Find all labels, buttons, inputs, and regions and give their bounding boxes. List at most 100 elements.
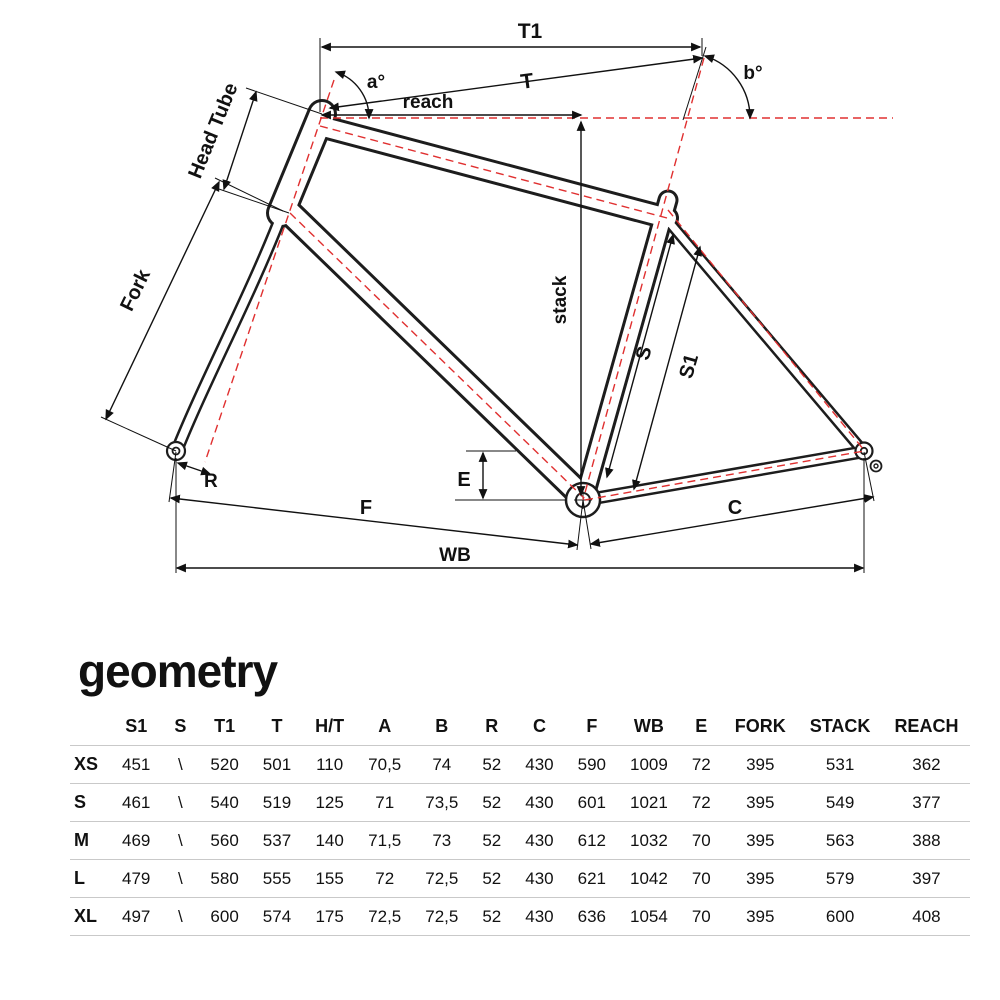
table-cell: 540 (210, 792, 239, 812)
table-cell: 72,5 (425, 906, 459, 926)
table-cell: 590 (577, 754, 607, 774)
table-cell: 1032 (630, 830, 668, 850)
label-c: C (728, 497, 742, 519)
col-header-a: A (378, 716, 392, 736)
table-cell: 560 (210, 830, 239, 850)
table-cell: 73 (432, 830, 452, 850)
top-tube-axis (319, 125, 668, 219)
label-reach: reach (403, 92, 454, 113)
table-cell: 395 (746, 754, 775, 774)
label-fork: Fork (116, 265, 155, 314)
table-cell: 72 (691, 754, 711, 774)
label-stack: stack (550, 275, 571, 324)
table-cell: 430 (525, 830, 554, 850)
table-cell: 430 (525, 868, 554, 888)
col-header-fork: FORK (734, 716, 786, 736)
table-cell: 70 (691, 830, 711, 850)
table-cell: 1054 (630, 906, 668, 926)
section-title: geometry (78, 645, 278, 697)
table-cell: 395 (746, 830, 775, 850)
table-cell: 72,5 (425, 868, 459, 888)
table-cell: 549 (825, 792, 855, 812)
table-cell: 155 (315, 868, 344, 888)
dimension-lines (105, 42, 875, 573)
col-header-stack: STACK (809, 716, 871, 736)
table-cell: 125 (315, 792, 344, 812)
label-head-tube: Head Tube (184, 80, 242, 182)
table-cell: 555 (262, 868, 292, 888)
rear-dropout (854, 441, 883, 473)
table-cell: 70,5 (368, 754, 402, 774)
table-cell: 140 (315, 830, 344, 850)
label-s1: S1 (675, 352, 703, 382)
frame-diagram-svg: T1 reach T a° b° Head Tube Fork stack S … (100, 20, 893, 573)
col-header-ht: H/T (315, 716, 345, 736)
label-a-angle: a° (367, 72, 385, 93)
table-cell: 72,5 (368, 906, 402, 926)
table-cell: 395 (746, 868, 775, 888)
table-cell: 1042 (630, 868, 668, 888)
frame-interior (173, 102, 866, 509)
col-header-wb: WB (633, 716, 664, 736)
table-cell: 531 (825, 754, 855, 774)
table-cell: 52 (482, 792, 502, 812)
label-e: E (457, 469, 470, 491)
table-cell: 72 (375, 868, 395, 888)
table-cell: 636 (577, 906, 607, 926)
table-cell: 70 (691, 906, 711, 926)
col-header-s: S (174, 716, 187, 736)
table-cell: 110 (316, 754, 344, 774)
row-size-label: XL (74, 906, 98, 926)
table-cell: 520 (210, 754, 239, 774)
geometry-diagram: T1 reach T a° b° Head Tube Fork stack S … (100, 20, 893, 573)
col-header-b: B (435, 716, 449, 736)
table-cell: 74 (432, 754, 452, 774)
table-cell: 72 (691, 792, 711, 812)
table-cell: 395 (746, 792, 775, 812)
dim-a-angle-arc (334, 70, 374, 120)
col-header-t1: T1 (214, 716, 236, 736)
steering-axis (204, 79, 335, 463)
table-cell: 397 (912, 868, 941, 888)
down-tube-axis (289, 212, 585, 499)
dim-s1 (632, 245, 702, 491)
table-cell: \ (178, 906, 183, 926)
table-cell: 537 (262, 830, 292, 850)
row-size-label: S (74, 792, 87, 812)
label-f: F (360, 497, 372, 519)
table-cell: 377 (912, 792, 941, 812)
table-cell: 600 (210, 906, 239, 926)
dim-r (176, 461, 212, 476)
table-cell: 621 (577, 868, 607, 888)
label-b-angle: b° (743, 63, 762, 84)
table-cell: 71,5 (368, 830, 402, 850)
col-header-s1: S1 (125, 716, 148, 736)
dim-head-tube (222, 90, 258, 191)
table-cell: 52 (482, 754, 502, 774)
row-size-label: L (74, 868, 85, 888)
row-size-label: M (74, 830, 89, 850)
table-cell: 479 (122, 868, 151, 888)
table-cell: 52 (482, 906, 502, 926)
table-cell: 362 (912, 754, 941, 774)
label-t1: T1 (518, 20, 543, 43)
table-cell: 519 (262, 792, 292, 812)
table-cell: 469 (122, 830, 151, 850)
table-cell: 175 (315, 906, 344, 926)
table-cell: 451 (122, 754, 151, 774)
table-cell: 612 (577, 830, 607, 850)
table-cell: 71 (375, 792, 395, 812)
table-cell: 70 (691, 868, 711, 888)
table-cell: 430 (525, 906, 554, 926)
table-cell: 580 (210, 868, 239, 888)
table-cell: 395 (746, 906, 775, 926)
col-header-c: C (532, 716, 546, 736)
